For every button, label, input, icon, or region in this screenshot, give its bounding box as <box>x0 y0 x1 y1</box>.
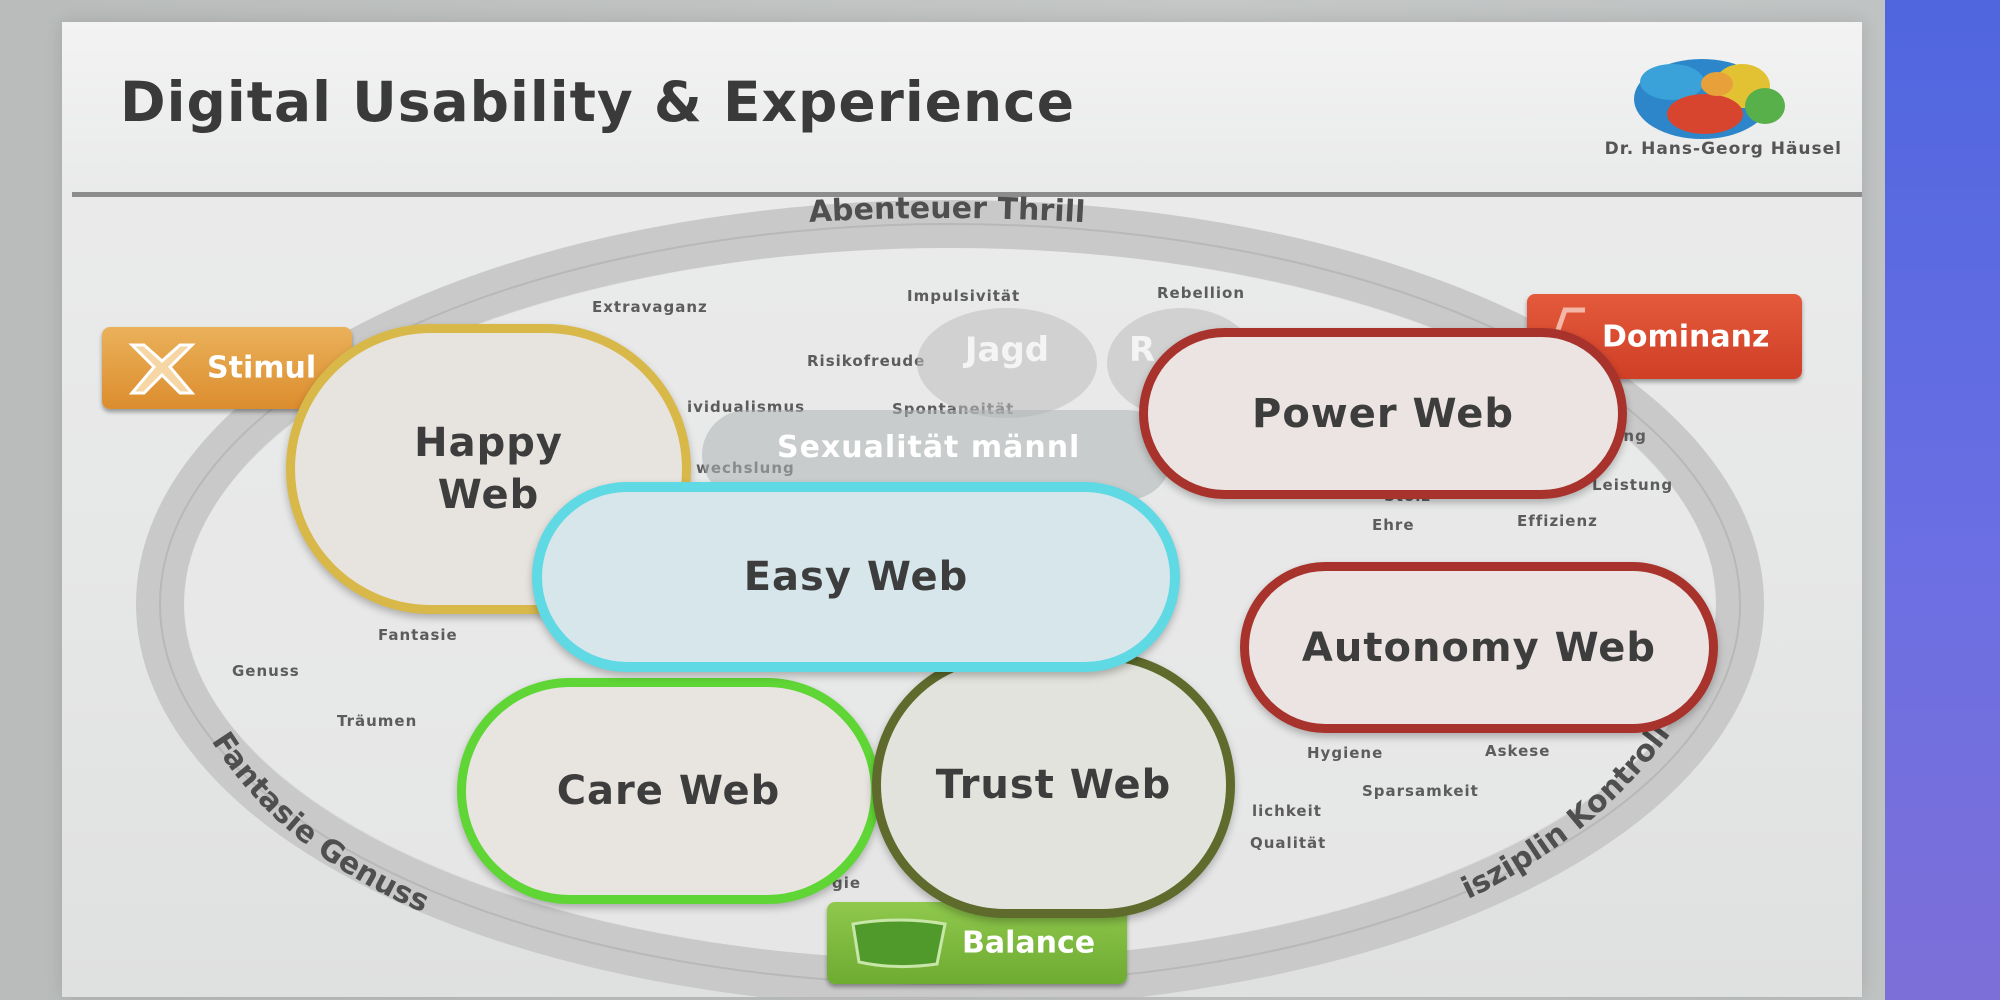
trust-web-pill: Trust Web <box>872 652 1235 918</box>
slide-title: Digital Usability & Experience <box>120 70 1076 134</box>
happy-web-pill: Happy Web <box>286 324 691 614</box>
brain-logo-icon <box>1634 59 1785 139</box>
word-askese: Askese <box>1485 742 1551 760</box>
word-rebellion: Rebellion <box>1157 284 1246 302</box>
sexualitaet-label: Sexualität männl <box>777 430 1081 465</box>
header-divider <box>72 192 1862 197</box>
word-effizienz: Effizienz <box>1517 512 1598 530</box>
stimulanz-icon <box>128 343 196 395</box>
balance-label: Balance <box>962 925 1096 961</box>
power-web-label: Power Web <box>1252 390 1514 437</box>
easy-web-pill: Easy Web <box>532 482 1180 672</box>
word-impulsivitaet: Impulsivität <box>907 287 1021 305</box>
word-extravaganz: Extravaganz <box>592 298 708 316</box>
happy-web-line2: Web <box>437 472 540 518</box>
word-genuss: Genuss <box>232 662 300 680</box>
presentation-slide: Digital Usability & Experience Dr. Hans-… <box>62 22 1862 997</box>
word-hygiene: Hygiene <box>1307 744 1384 762</box>
word-gie: gie <box>832 874 862 892</box>
ring-label-top: Abenteuer Thrill <box>808 191 1086 230</box>
author-credit: Dr. Hans-Georg Häusel <box>1604 139 1842 159</box>
word-ehre: Ehre <box>1372 516 1415 534</box>
word-fantasie: Fantasie <box>378 626 458 644</box>
autonomy-web-pill: Autonomy Web <box>1240 562 1718 733</box>
word-qualitaet: Qualität <box>1250 834 1327 852</box>
slide-header: Digital Usability & Experience Dr. Hans-… <box>62 22 1862 190</box>
word-leistung: Leistung <box>1592 476 1674 494</box>
balance-icon <box>851 918 947 969</box>
happy-web-line1: Happy <box>414 420 563 466</box>
word-sparsamkeit: Sparsamkeit <box>1362 782 1479 800</box>
easy-web-label: Easy Web <box>743 554 969 600</box>
dominanz-label: Dominanz <box>1602 319 1770 354</box>
presentation-screen-edge <box>1885 0 2000 1000</box>
care-web-pill: Care Web <box>457 678 880 904</box>
word-risikofreude: Risikofreude <box>807 352 926 370</box>
word-traeumen: Träumen <box>337 712 418 730</box>
word-lichkeit: lichkeit <box>1252 802 1322 820</box>
trust-web-label: Trust Web <box>935 762 1172 808</box>
ghost-jagd: Jagd <box>917 308 1097 418</box>
stimulanz-tag: Stimul <box>102 327 352 409</box>
stimulanz-label: Stimul <box>207 350 317 386</box>
care-web-label: Care Web <box>556 768 781 814</box>
power-web-pill: Power Web <box>1139 328 1627 499</box>
autonomy-web-label: Autonomy Web <box>1301 624 1657 671</box>
